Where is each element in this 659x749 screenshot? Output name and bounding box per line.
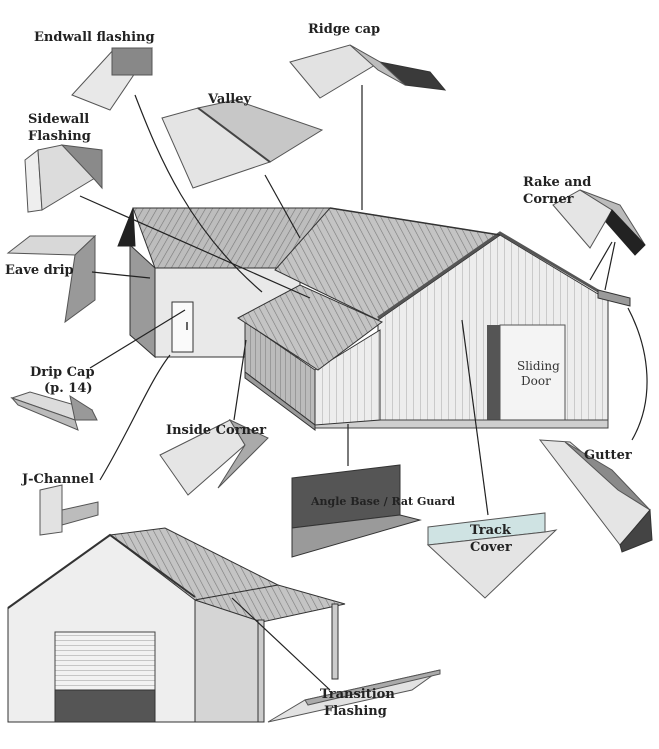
- label-rake-2: Corner: [523, 192, 574, 207]
- leanto-base: [244, 370, 316, 431]
- angle-base-piece: [291, 464, 422, 558]
- leader-rake-1: [589, 241, 613, 281]
- label-sidewall-1: Sidewall: [28, 112, 89, 127]
- leader-endwall: [134, 94, 263, 293]
- leader-sidewall: [79, 195, 311, 299]
- label-gutter: Gutter: [584, 448, 632, 463]
- ridge-line: [329, 207, 501, 236]
- rake-corner-piece: [552, 189, 646, 256]
- valley-piece: [161, 99, 324, 189]
- leader-gutter: [627, 307, 648, 441]
- leader-rake-2: [604, 241, 616, 291]
- leader-transition: [231, 597, 331, 691]
- building-left-endwall: [129, 243, 156, 359]
- label-sidewall-2: Flashing: [28, 129, 91, 144]
- gutter-piece: [538, 439, 653, 553]
- label-transition-2: Flashing: [324, 704, 387, 719]
- garage-building: [7, 527, 346, 723]
- ridge-cap-piece: [289, 44, 447, 99]
- sliding-door-label-1: Sliding: [517, 359, 560, 373]
- walk-door: [171, 301, 194, 353]
- label-endwall-flashing: Endwall flashing: [34, 30, 155, 45]
- building-gutter: [597, 289, 631, 307]
- eave-drip-piece: [6, 234, 97, 324]
- track-cover-piece: [426, 512, 558, 599]
- leader-inside-corner: [233, 339, 247, 421]
- leader-lines: [79, 85, 648, 691]
- label-rake-1: Rake and: [523, 175, 591, 190]
- leanto-roof: [237, 284, 383, 371]
- label-valley: Valley: [207, 92, 251, 107]
- garage-post-1: [257, 619, 265, 723]
- rake-trim: [377, 231, 611, 320]
- label-transition-1: Transition: [320, 687, 395, 702]
- lean-to: [237, 284, 383, 431]
- label-layer: Endwall flashing Ridge cap Valley Sidewa…: [5, 22, 632, 719]
- sliding-door-label-2: Door: [521, 374, 551, 388]
- garage-roll-door: [54, 631, 156, 691]
- garage-door-opening: [54, 689, 156, 723]
- label-drip-cap-1: Drip Cap: [30, 365, 95, 380]
- leader-jchannel: [99, 354, 171, 481]
- main-building: Sliding Door: [117, 207, 631, 429]
- label-eave-drip: Eave drip: [5, 263, 74, 278]
- transition-flashing-piece: [267, 669, 441, 723]
- leader-dripcap: [89, 309, 186, 369]
- leader-eave: [91, 271, 151, 279]
- garage-post-2: [331, 603, 339, 680]
- label-track-cover-2: Cover: [470, 540, 512, 555]
- label-drip-cap-2: (p. 14): [44, 381, 93, 396]
- label-j-channel: J-Channel: [21, 472, 94, 487]
- j-channel-piece: [39, 484, 99, 536]
- sidewall-flashing-piece: [24, 144, 103, 213]
- leader-track-cover: [461, 319, 489, 516]
- endwall-flashing-piece: [71, 47, 153, 111]
- inside-corner-piece: [159, 418, 269, 496]
- label-track-cover-1: Track: [470, 523, 512, 538]
- leanto-front-wall: [314, 329, 381, 426]
- label-angle-base: Angle Base / Rat Guard: [310, 495, 455, 508]
- label-inside-corner: Inside Corner: [166, 423, 266, 438]
- garage-rake-line: [7, 533, 196, 609]
- sliding-door-panel: [499, 324, 566, 421]
- label-ridge-cap: Ridge cap: [308, 22, 380, 37]
- sliding-door-track-column: [487, 325, 500, 420]
- leader-valley: [264, 174, 301, 239]
- garage-lean-roof: [194, 584, 346, 623]
- building-gable-dark: [117, 207, 136, 247]
- drip-cap-piece: [10, 391, 98, 431]
